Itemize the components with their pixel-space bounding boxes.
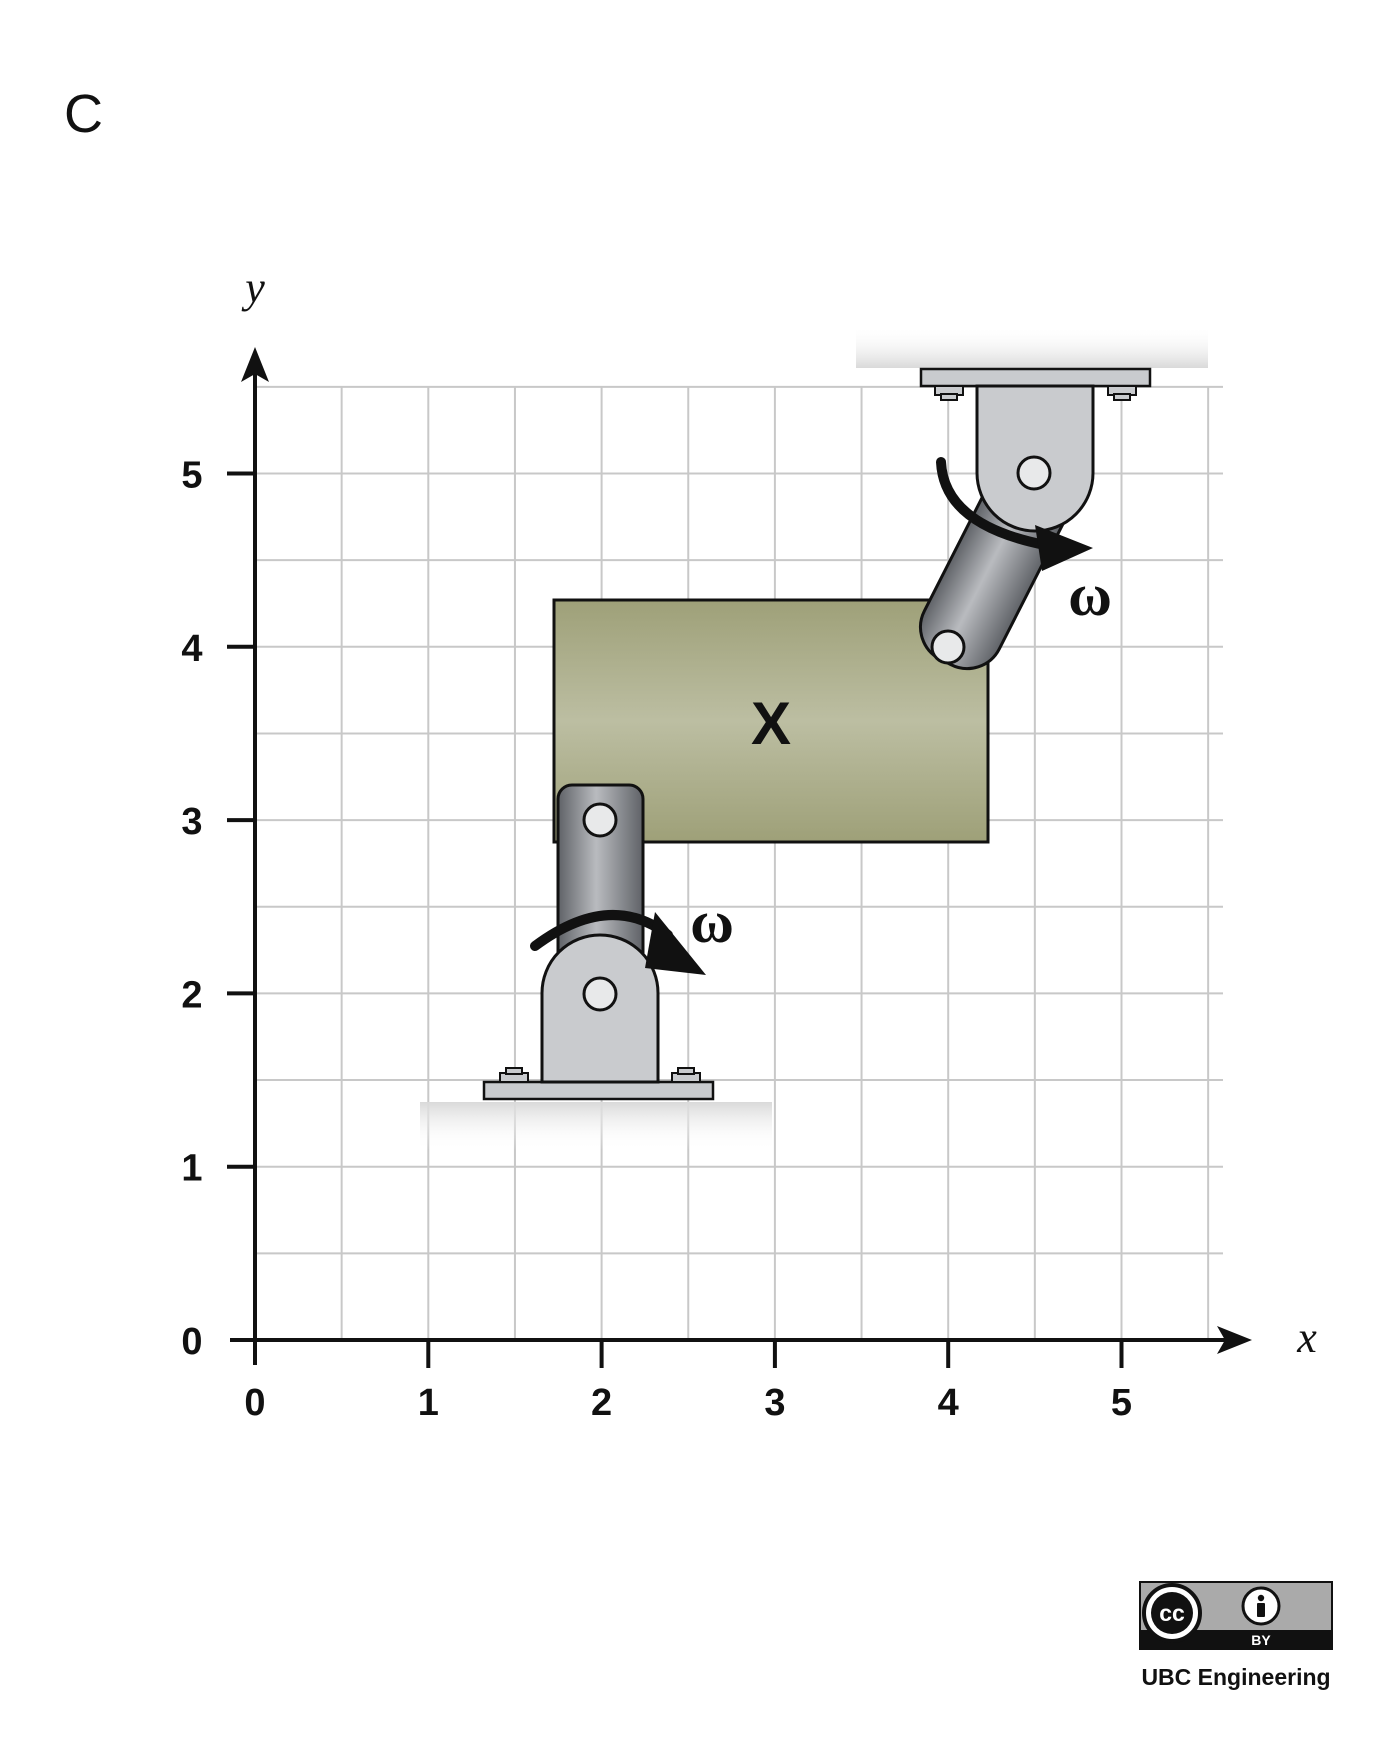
x-tick-label: 2 [591,1382,612,1424]
upper-bolt-left [934,385,964,401]
cc-text: cc [1159,1600,1185,1626]
lower-pin-ground [582,976,618,1012]
x-axis-arrowhead [1217,1326,1252,1354]
y-tick-label: 4 [181,628,202,670]
body-label: X [751,690,791,757]
x-tick-label: 1 [418,1382,439,1424]
cc-by-badge: cc BY [1139,1581,1333,1650]
upper-pin-body [930,629,966,665]
ceiling-shade [856,326,1208,368]
x-tick-label: 3 [764,1382,785,1424]
y-tick-label: 2 [181,974,202,1016]
lower-rotation-arrow [530,909,706,975]
y-axis-arrowhead [241,347,269,382]
x-axis-label: x [1296,1313,1317,1362]
credit-text: UBC Engineering [1141,1664,1330,1690]
by-text: BY [1251,1632,1271,1648]
upper-base-plate [919,367,1152,388]
lower-link [540,783,660,1084]
grid [255,385,1223,1340]
ground-shade [420,1102,772,1150]
y-tick-label: 0 [181,1321,202,1363]
x-tick-label: 4 [938,1382,959,1424]
upper-rotation-arrow [936,457,1093,571]
lower-omega-label: ω [690,889,734,955]
person-icon [1241,1586,1281,1626]
y-tick-label: 1 [181,1148,202,1190]
x-tick-label: 0 [244,1382,265,1424]
x-tick-label: 5 [1111,1382,1132,1424]
upper-bolt-right [1107,385,1137,401]
lower-pin-body [582,802,618,838]
lower-bolt-left [499,1067,529,1083]
lower-base-plate [482,1080,715,1101]
lower-support [482,1067,715,1101]
y-tick-label: 5 [181,455,202,497]
y-tick-labels: 0 1 2 3 4 5 [181,455,202,1364]
y-tick-label: 3 [181,801,202,843]
upper-pin-ceiling [1016,455,1052,491]
tick-marks [227,471,1124,1368]
x-tick-labels: 0 1 2 3 4 5 [244,1382,1132,1424]
panel-label: C [64,84,103,144]
lower-bolt-right [671,1067,701,1083]
y-axis-label: y [241,263,265,312]
upper-omega-label: ω [1068,562,1112,628]
axes: 0 1 2 3 4 5 0 1 2 3 4 5 x y [181,263,1317,1424]
